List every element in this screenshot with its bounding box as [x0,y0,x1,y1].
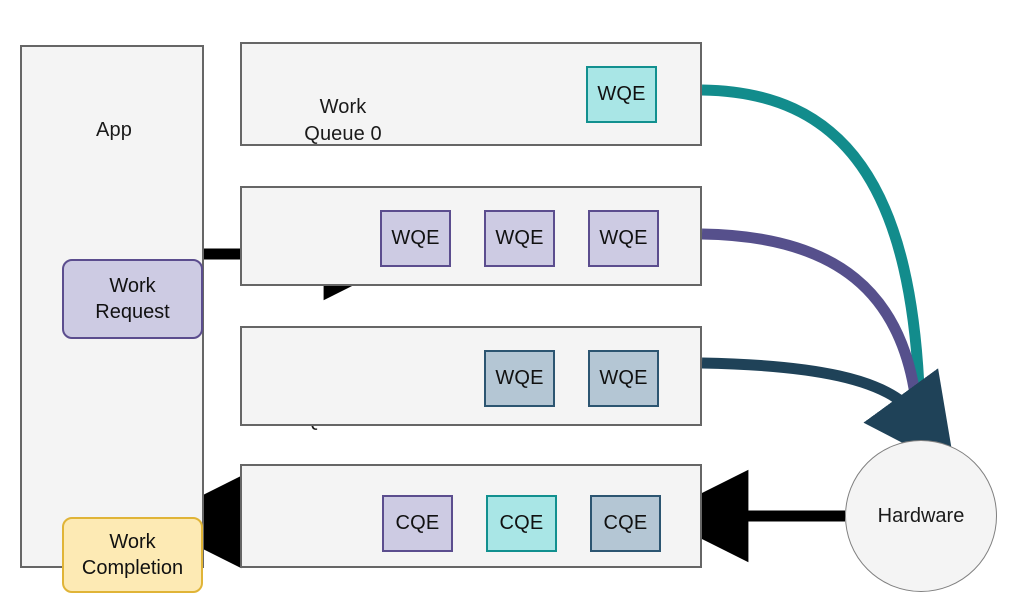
wqe-chip[interactable]: WQE [484,210,555,267]
work-queue-2-panel: Work Queue 2 WQE WQE [240,326,702,426]
work-completion-node[interactable]: Work Completion [62,517,203,593]
edge-wq0-to-hardware [701,84,926,421]
edge-wq1-to-hardware [701,228,924,421]
wqe-chip[interactable]: WQE [588,350,659,407]
work-queue-0-panel: Work Queue 0 WQE [240,42,702,146]
cqe-chip[interactable]: CQE [486,495,557,552]
wqe-chip[interactable]: WQE [588,210,659,267]
wqe-chip[interactable]: WQE [586,66,657,123]
edge-wq2-to-hardware [701,357,956,471]
work-request-node[interactable]: Work Request [62,259,203,339]
cqe-chip[interactable]: CQE [590,495,661,552]
wqe-chip[interactable]: WQE [484,350,555,407]
completion-queue-panel: Completion Queue CQE CQE CQE [240,464,702,568]
work-queue-1-panel: Work Queue 1 WQE WQE WQE [240,186,702,431]
app-panel-title: App [96,119,132,141]
work-queue-0-title: Work Queue 0 [304,96,382,145]
hardware-node[interactable]: Hardware [845,440,997,592]
cqe-chip[interactable]: CQE [382,495,453,552]
app-panel: App Work Request Work Completion [20,45,204,593]
wqe-chip[interactable]: WQE [380,210,451,267]
